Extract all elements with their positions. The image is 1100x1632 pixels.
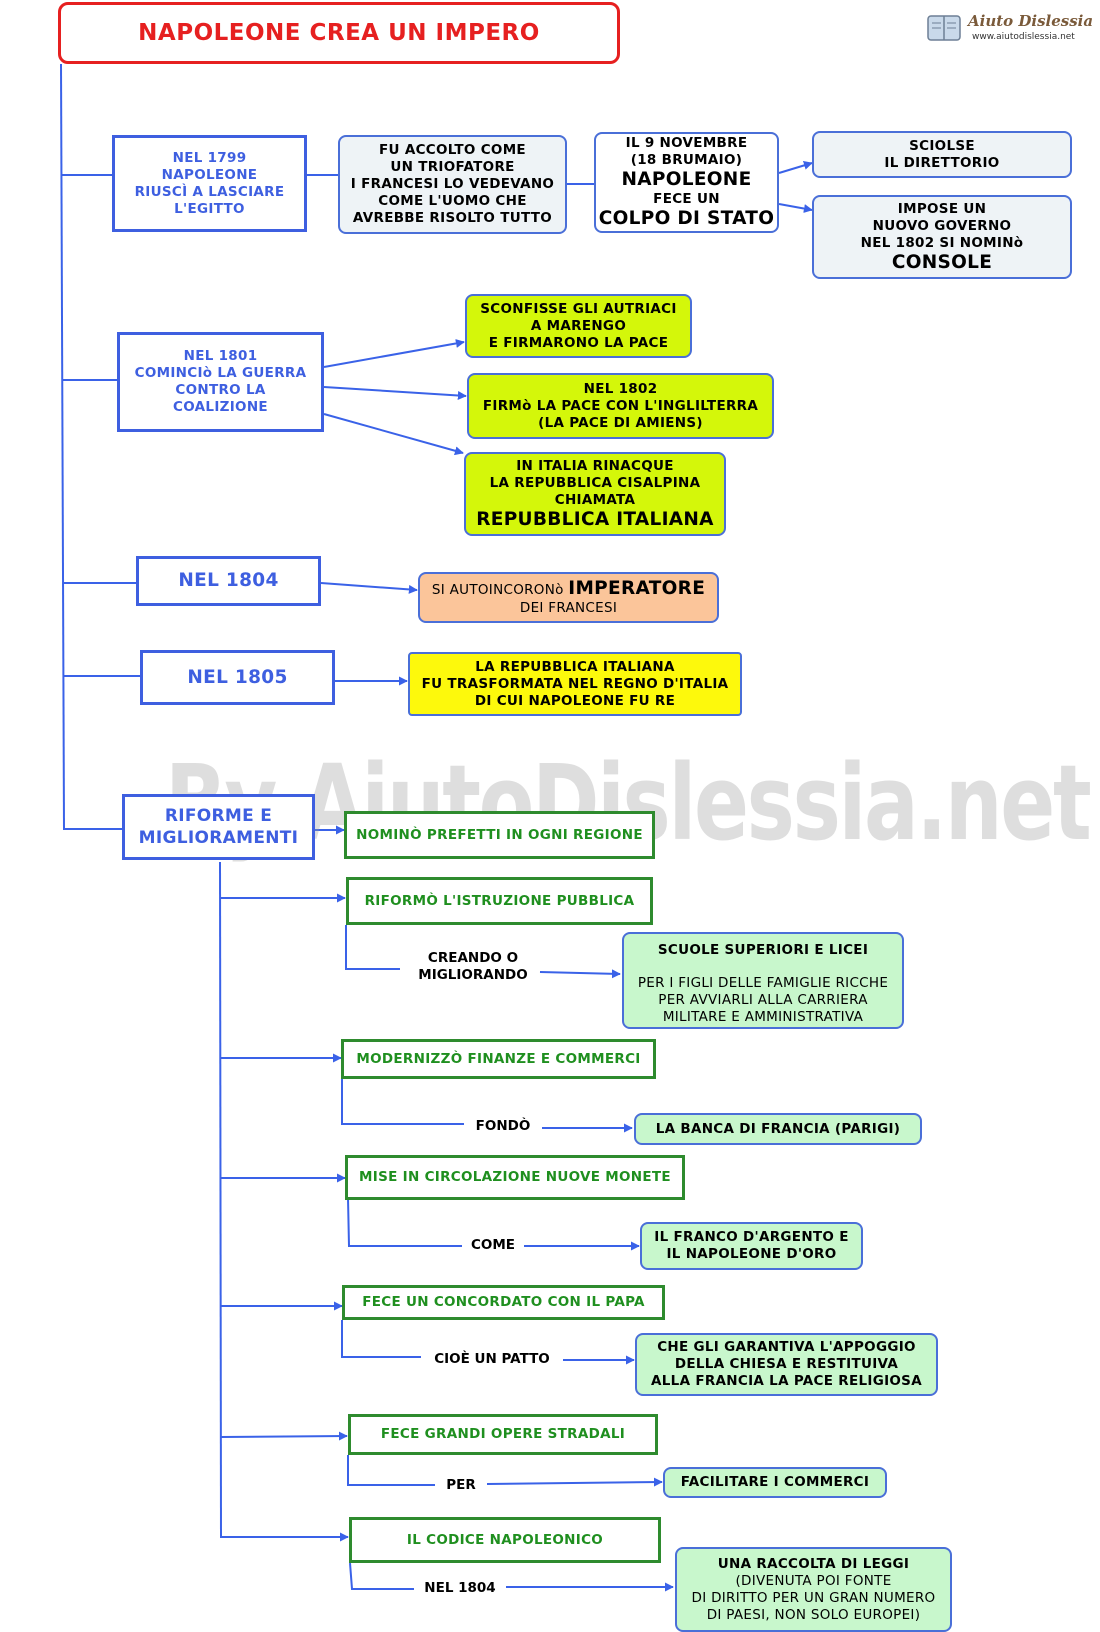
node-welcomed: FU ACCOLTO COME UN TRIOFATORE I FRANCESI… bbox=[338, 135, 567, 234]
node-church: CHE GLI GARANTIVA L'APPOGGIO DELLA CHIES… bbox=[635, 1333, 938, 1396]
connector-pact: CIOÈ UN PATTO bbox=[434, 1351, 550, 1367]
node-trade: FACILITARE I COMMERCI bbox=[663, 1467, 887, 1498]
node-coins: MISE IN CIRCOLAZIONE NUOVE MONETE bbox=[345, 1155, 685, 1200]
logo-name: Aiuto Dislessia bbox=[968, 12, 1094, 30]
node-franc: IL FRANCO D'ARGENTO E IL NAPOLEONE D'ORO bbox=[640, 1222, 863, 1270]
connector-as: COME bbox=[470, 1237, 516, 1253]
logo: Aiuto Dislessia www.aiutodislessia.net bbox=[926, 10, 1093, 46]
node-concordat: FECE UN CONCORDATO CON IL PAPA bbox=[342, 1285, 665, 1320]
node-amiens: NEL 1802 FIRMò LA PACE CON L'INGLILTERRA… bbox=[467, 373, 774, 439]
node-prefects: NOMINÒ PREFETTI IN OGNI REGIONE bbox=[344, 811, 655, 859]
node-schools: SCUOLE SUPERIORI E LICEI PER I FIGLI DEL… bbox=[622, 932, 904, 1029]
node-roads: FECE GRANDI OPERE STRADALI bbox=[348, 1414, 658, 1455]
node-finance: MODERNIZZÒ FINANZE E COMMERCI bbox=[341, 1039, 656, 1079]
logo-url: www.aiutodislessia.net bbox=[972, 32, 1075, 42]
connector-founded: FONDÒ bbox=[475, 1118, 531, 1134]
node-1801: NEL 1801 COMINCIò LA GUERRA CONTRO LA CO… bbox=[117, 332, 324, 432]
node-education: RIFORMÒ L'ISTRUZIONE PUBBLICA bbox=[346, 877, 653, 925]
node-reforms: RIFORME E MIGLIORAMENTI bbox=[122, 794, 315, 860]
node-kingdom: LA REPUBBLICA ITALIANA FU TRASFORMATA NE… bbox=[408, 652, 742, 716]
connector-for: PER bbox=[446, 1477, 476, 1493]
node-government: IMPOSE UN NUOVO GOVERNO NEL 1802 SI NOMI… bbox=[812, 195, 1072, 279]
node-bank: LA BANCA DI FRANCIA (PARIGI) bbox=[634, 1113, 922, 1145]
node-1799: NEL 1799 NAPOLEONE RIUSCÌ A LASCIARE L'E… bbox=[112, 135, 307, 232]
connector-1804: NEL 1804 bbox=[424, 1580, 496, 1596]
node-emperor: SI AUTOINCORONò IMPERATORE DEI FRANCESI bbox=[418, 572, 719, 623]
node-italian-republic: IN ITALIA RINACQUE LA REPUBBLICA CISALPI… bbox=[464, 452, 726, 536]
node-coup: IL 9 NOVEMBRE (18 BRUMAIO) NAPOLEONE FEC… bbox=[594, 132, 779, 233]
book-icon bbox=[927, 15, 961, 41]
page-title: NAPOLEONE CREA UN IMPERO bbox=[138, 20, 540, 46]
node-1804: NEL 1804 bbox=[136, 556, 321, 606]
connector-creating: CREANDO O MIGLIORANDO bbox=[418, 950, 528, 983]
node-code: IL CODICE NAPOLEONICO bbox=[349, 1517, 661, 1563]
node-dissolved: SCIOLSE IL DIRETTORIO bbox=[812, 131, 1072, 178]
node-laws: UNA RACCOLTA DI LEGGI (DIVENUTA POI FONT… bbox=[675, 1547, 952, 1632]
title-box: NAPOLEONE CREA UN IMPERO bbox=[58, 2, 620, 64]
node-1805: NEL 1805 bbox=[140, 650, 335, 705]
node-marengo: SCONFISSE GLI AUTRIACI A MARENGO E FIRMA… bbox=[465, 294, 692, 358]
